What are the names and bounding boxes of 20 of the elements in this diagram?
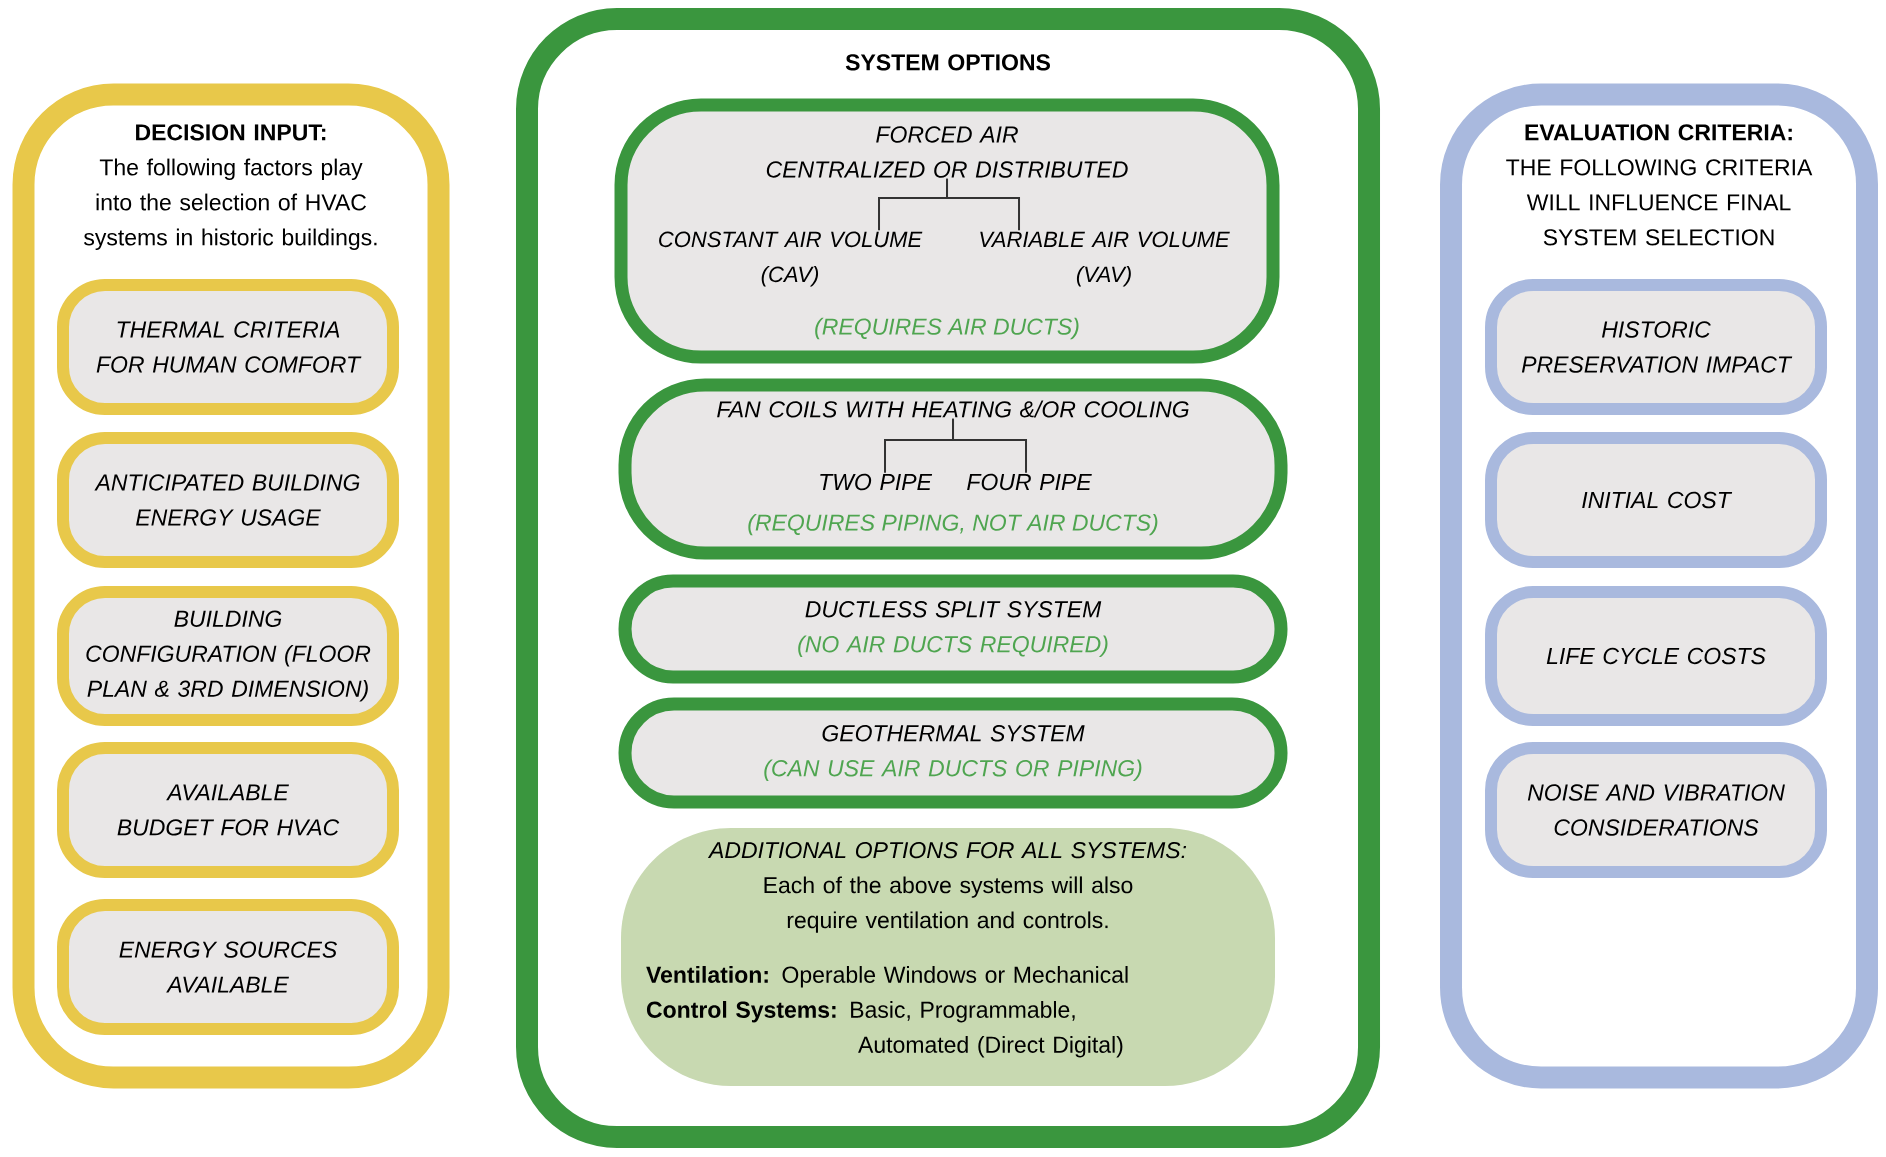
option-box: ANTICIPATED BUILDING ENERGY USAGE bbox=[57, 432, 399, 568]
option-box: AVAILABLE BUDGET FOR HVAC bbox=[57, 742, 399, 878]
option-box: NOISE AND VIBRATION CONSIDERATIONS bbox=[1485, 742, 1827, 878]
system-label: FORCED AIR CENTRALIZED OR DISTRIBUTED bbox=[766, 126, 1128, 178]
option-box: THERMAL CRITERIA FOR HUMAN COMFORT bbox=[57, 279, 399, 415]
option-box: ENERGY SOURCES AVAILABLE bbox=[57, 899, 399, 1035]
option-box: BUILDING CONFIGURATION (FLOOR PLAN & 3RD DIMENSION) bbox=[57, 586, 399, 726]
option-box: INITIAL COST bbox=[1485, 432, 1827, 568]
system-label: FOUR PIPE bbox=[967, 473, 1092, 491]
bracket-line bbox=[946, 177, 1020, 232]
system-box: GEOTHERMAL SYSTEM (CAN USE AIR DUCTS OR PIPING) bbox=[618, 697, 1288, 809]
bracket-line bbox=[952, 417, 1027, 474]
note-box: ADDITIONAL OPTIONS FOR ALL SYSTEMS: Each of the above systems will also require ventilation and controls. Ventilation: Operable Windows or Mechanical Control Systems: Basic, Programmable, Automated (Direct Digital) bbox=[621, 828, 1275, 1086]
system-label: CONSTANT AIR VOLUME (CAV) bbox=[659, 231, 923, 287]
system-label: TWO PIPE bbox=[820, 473, 933, 491]
system-label: FAN COILS WITH HEATING &/OR COOLING bbox=[717, 400, 1189, 418]
system-label: VARIABLE AIR VOLUME (VAV) bbox=[980, 231, 1230, 287]
option-box: HISTORIC PRESERVATION IMPACT bbox=[1485, 279, 1827, 415]
system-box: DUCTLESS SPLIT SYSTEM (NO AIR DUCTS REQUIRED) bbox=[618, 574, 1288, 684]
option-box: LIFE CYCLE COSTS bbox=[1485, 586, 1827, 726]
